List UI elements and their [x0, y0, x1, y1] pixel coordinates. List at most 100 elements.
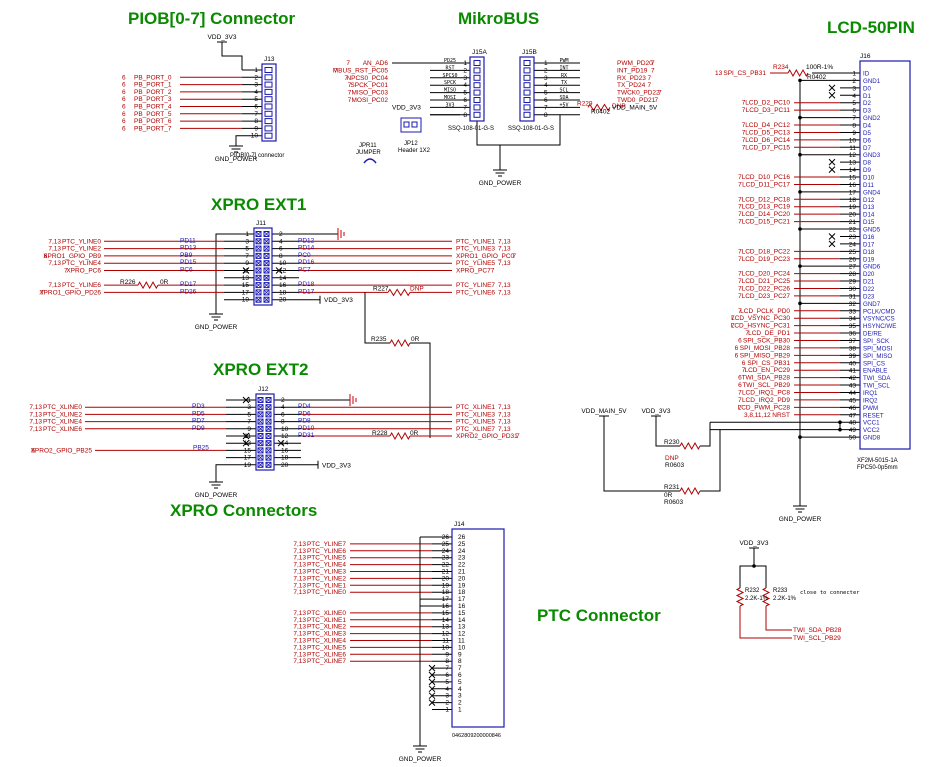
- title-xpro-ext1: XPRO EXT1: [211, 195, 306, 214]
- signal-name: PD16: [298, 259, 315, 266]
- pin-pad-mark: [255, 275, 270, 281]
- power-label: VDD_MAIN_5V: [581, 408, 627, 415]
- pin-number: 13: [849, 160, 857, 167]
- pin-name: D0: [863, 85, 871, 92]
- net-label: LCD_D2_PC10: [745, 100, 790, 107]
- net-label: PTC_XLINE6: [307, 651, 346, 658]
- junction-dot: [798, 78, 802, 83]
- pin-number: 5: [445, 679, 449, 686]
- jp12-header: [400, 117, 422, 133]
- net-label: PB_PORT_4: [134, 104, 172, 111]
- net-label: PTC_XLINE5: [307, 644, 346, 651]
- sheet-ref: 6: [738, 337, 742, 344]
- pin-name: GND4: [863, 189, 881, 196]
- value-label: JUMPER: [356, 150, 381, 156]
- net-label: PB_PORT_5: [134, 111, 172, 118]
- junction-dot: [798, 301, 802, 306]
- pin-number: 9: [445, 651, 449, 658]
- signal-name: PD14: [298, 245, 315, 252]
- pin-number: 2: [254, 74, 258, 81]
- no-connect-mark: [828, 158, 836, 166]
- pin-number: 21: [442, 569, 450, 576]
- net-label: PTC_YLINE2: [62, 246, 101, 253]
- pin-number: 19: [849, 204, 857, 211]
- sheet-ref: 7,13: [293, 617, 306, 624]
- pin-number: 45: [849, 397, 857, 404]
- pin-number: 5: [247, 411, 251, 418]
- pin-number: 8: [445, 658, 449, 665]
- net-label: SPCK_PC01: [350, 82, 388, 89]
- sheet-ref: 7,13: [498, 404, 511, 411]
- signal-name: PB25: [193, 444, 209, 451]
- sheet-ref: 6: [122, 74, 126, 81]
- no-connect-mark: [242, 439, 250, 447]
- value-label: R0603: [664, 499, 684, 506]
- ref-label: R231: [664, 484, 680, 491]
- signal-name: PB9: [180, 252, 193, 259]
- power-label: VDD_3V3: [740, 540, 769, 547]
- pin-pad: [265, 440, 272, 447]
- pin-number: 16: [281, 447, 289, 454]
- net-label: LCD_HSYNC_PC31: [731, 323, 791, 330]
- pin-number: 40: [849, 360, 857, 367]
- power-label: VDD_3V3: [324, 297, 353, 304]
- net-label: LCD_IRQ1_PC8: [742, 389, 790, 396]
- pin-pad: [265, 404, 272, 411]
- pin-name: ID: [863, 71, 870, 78]
- net-label: PB_PORT_1: [134, 82, 172, 89]
- pin-name: VCC2: [863, 427, 880, 434]
- r233-resistor: [761, 587, 771, 607]
- ref-label: R232: [745, 588, 760, 594]
- pin-pad: [473, 67, 481, 74]
- pin-number: 26: [458, 534, 466, 541]
- pin-pad: [265, 461, 272, 468]
- sheet-ref: 7,13: [498, 238, 511, 245]
- pin-number: 11: [242, 268, 249, 275]
- pin-name: MOSI: [444, 95, 456, 101]
- value-label: 2.2K-1%: [745, 596, 769, 602]
- pin-number: 31: [849, 293, 857, 300]
- pin-name: GND5: [863, 227, 881, 234]
- net-label: LCD_D14_PC20: [742, 211, 791, 218]
- net-label: SPI_CS_PB31: [723, 70, 766, 77]
- pin-name: PD25: [444, 58, 456, 64]
- net-label: PTC_YLINE7: [307, 541, 346, 548]
- pin-pad-mark: [257, 447, 272, 454]
- pin-number: 6: [279, 246, 283, 253]
- sheet-ref: 7: [731, 323, 735, 330]
- pin-number: 19: [458, 582, 466, 589]
- pin-number: 18: [281, 455, 289, 462]
- sheet-ref: 7: [742, 144, 746, 151]
- pin-number: 5: [463, 90, 467, 97]
- net-label: LCD_D7_PC15: [745, 144, 790, 151]
- gnd-label: GND_POWER: [195, 324, 238, 331]
- wire: [603, 416, 680, 492]
- sheet-ref: 6: [735, 345, 739, 352]
- pin-number: 10: [281, 426, 289, 433]
- pin-number: 12: [279, 268, 287, 275]
- pin-number: 7: [852, 115, 856, 122]
- net-wire: [739, 606, 792, 639]
- pin-number: 25: [458, 541, 466, 548]
- net-label: SPI_MISO_PB29: [740, 352, 791, 359]
- pin-pad: [523, 82, 531, 89]
- pin-name: D7: [863, 145, 871, 152]
- r229-resistor: [587, 103, 611, 112]
- pin-number: 13: [458, 624, 466, 631]
- pin-number: 9: [458, 651, 462, 658]
- j12-ref: J12: [258, 386, 269, 393]
- pin-pad: [265, 433, 272, 439]
- pin-number: 11: [244, 433, 251, 440]
- net-label: MISO_PC03: [352, 90, 389, 97]
- net-label: PB_PORT_7: [134, 125, 172, 132]
- pin-number: 24: [458, 548, 466, 555]
- net-label: PTC_XLINE5: [456, 419, 495, 426]
- signal-name: PD4: [298, 403, 311, 410]
- pin-pad: [263, 282, 270, 289]
- pin-name: PCLK/CMD: [863, 308, 896, 315]
- net-label: PTC_XLINE0: [307, 610, 346, 617]
- pin-number: 7: [254, 111, 258, 118]
- pin-number: 2: [281, 397, 285, 404]
- net-label: XPRO1_GPIO_PD26: [39, 289, 101, 296]
- pin-number: 6: [254, 104, 258, 111]
